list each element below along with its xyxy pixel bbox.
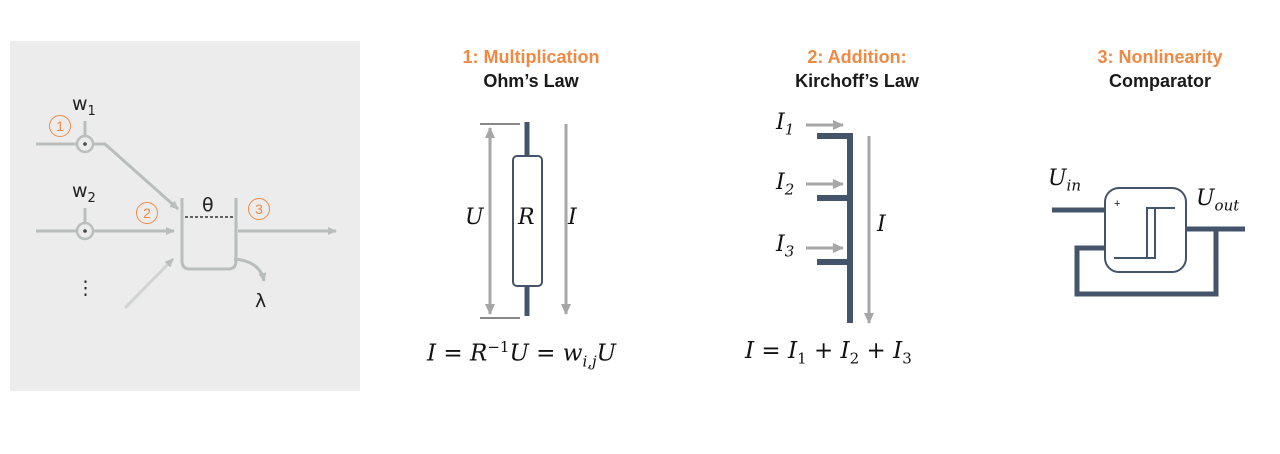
lambda-label: λ	[255, 290, 267, 312]
comparator-hysteresis-curve	[1114, 207, 1175, 259]
sum-current-label: I	[877, 212, 886, 237]
kirchoffs-law-title: Kirchoff’s Law	[795, 71, 919, 91]
comparator-title: Comparator	[1108, 71, 1211, 91]
ohms-law-equation: I = R−1U = wi,jU	[427, 338, 617, 371]
resistor-label: R	[518, 205, 535, 230]
multiplication-step-title: 1: Multiplication	[462, 47, 600, 67]
comparator-feedback-wire	[1074, 226, 1245, 297]
multiplication-heading: 1: Multiplication Ohm’s Law	[411, 45, 651, 93]
neuron-diagram	[36, 121, 337, 310]
weighted-path-1	[93, 142, 179, 211]
comparator-hysteresis-curve-2	[1114, 208, 1156, 259]
leak-arrow	[233, 257, 267, 282]
kirchoffs-law-equation: I = I1 + I2 + I3	[745, 338, 912, 368]
weight-1-label: w1	[72, 93, 96, 119]
neuron-diagram-panel: w1 w2 ⋮ θ λ 1 2 3	[10, 41, 360, 391]
comparator-plus-sign: +	[1114, 198, 1121, 210]
input-current-1-label: I1	[776, 110, 795, 139]
input-current-3-label: I3	[776, 232, 795, 261]
nonlinearity-heading: 3: Nonlinearity Comparator	[1040, 45, 1280, 93]
summation-box	[180, 198, 238, 271]
multiply-dot-2	[83, 229, 87, 233]
input-voltage-label: Uin	[1048, 166, 1082, 195]
output-voltage-label: Uout	[1196, 186, 1240, 215]
ohms-law-title: Ohm’s Law	[483, 71, 579, 91]
step-3-marker: 3	[248, 198, 270, 220]
more-inputs-ellipsis: ⋮	[76, 277, 95, 299]
weight-2-label: w2	[72, 180, 96, 206]
step-1-marker: 1	[49, 115, 71, 137]
nonlinearity-step-title: 3: Nonlinearity	[1097, 47, 1223, 67]
addition-step-title: 2: Addition:	[807, 47, 907, 67]
weighted-path-n	[123, 257, 175, 310]
multiply-dot-1	[83, 142, 87, 146]
input-current-2-label: I2	[776, 170, 795, 199]
step-2-marker: 2	[136, 202, 158, 224]
addition-heading: 2: Addition: Kirchoff’s Law	[737, 45, 977, 93]
voltage-label: U	[465, 205, 484, 230]
theta-label: θ	[202, 194, 214, 216]
current-label: I	[568, 205, 577, 230]
